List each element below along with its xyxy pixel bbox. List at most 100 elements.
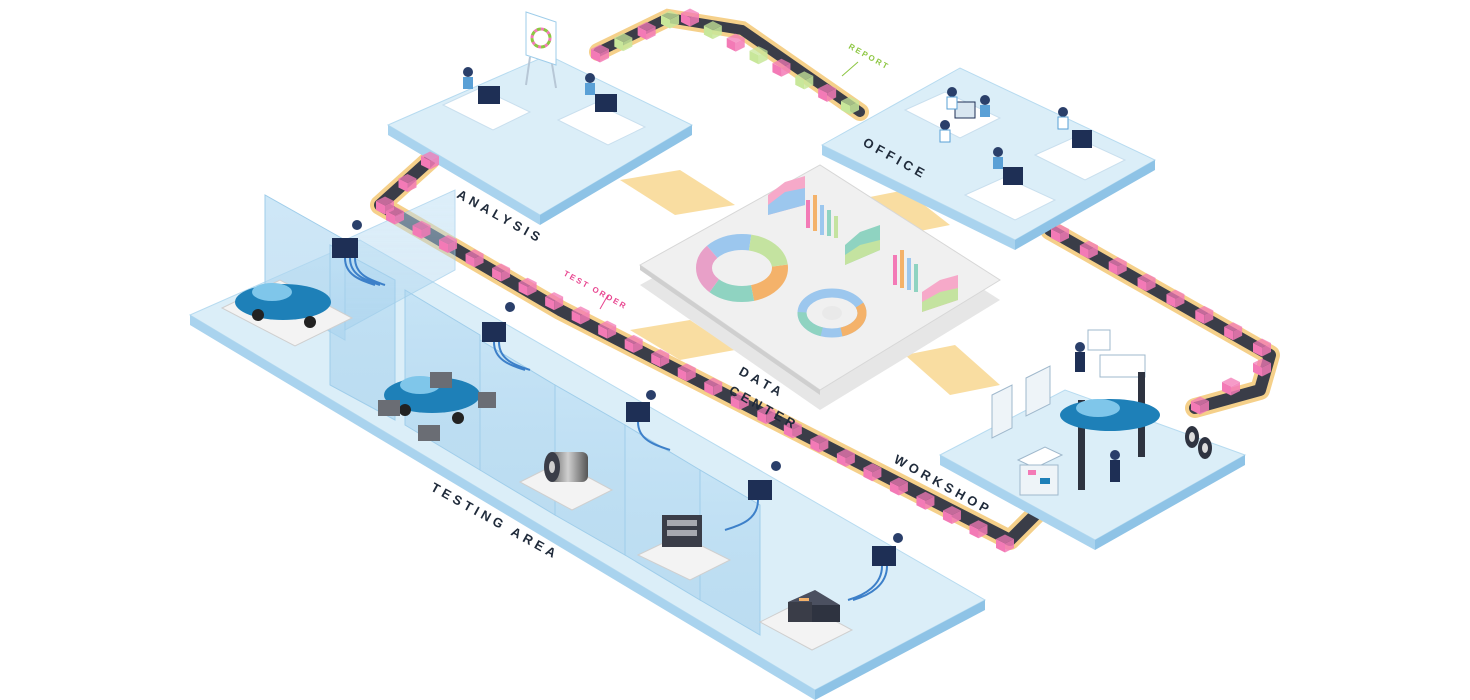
conveyor-box [810,434,829,453]
conveyor-box [492,263,511,282]
analysis-desk-right [556,73,647,146]
conveyor-box [795,71,814,90]
data-link-stripes [620,170,1000,395]
monitor-icon [1003,167,1023,185]
conveyor-items [376,8,1271,553]
person-icon [1110,450,1120,460]
conveyor-box [1166,289,1185,308]
test-station-battery [758,533,903,651]
conveyor-box [1191,396,1209,415]
test-station-motor [518,390,671,511]
conveyor-box [818,83,837,102]
workshop-equipment [991,329,1212,496]
conveyor-box [749,46,768,65]
conveyor-box [614,33,633,52]
engine-icon [662,515,702,547]
test-station-car-2 [378,302,531,441]
conveyor-box [651,349,670,368]
tire-icon [1185,426,1212,459]
conveyor-box [624,334,643,353]
conveyor-box [439,235,458,254]
area-chart-icon [922,275,958,312]
analysis-desk-left [441,67,532,131]
office-desks [903,87,1127,221]
person-icon [352,220,362,230]
monitor-icon [872,546,896,566]
donut-chart-icon [696,234,788,302]
monitor-icon [482,322,506,342]
conveyor-box [1222,377,1240,396]
person-icon [585,73,595,83]
area-chart-icon [768,176,805,215]
area-chart-icon [845,225,880,265]
conveyor-box [863,463,882,482]
conveyor-box [661,10,679,29]
monitor-icon [626,402,650,422]
person-icon [940,120,950,130]
conveyor-box [1253,358,1271,377]
person-icon [1075,342,1085,352]
donut-chart-icon [797,288,867,338]
conveyor-box [942,505,961,524]
conveyor-box [704,377,723,396]
analysis-whiteboard [525,11,557,89]
conveyor-box [465,249,484,268]
bar-chart-icon [893,250,918,292]
conveyor-box [969,520,988,539]
conveyor-box [996,534,1014,553]
person-icon [463,67,473,77]
conveyor-box [841,96,859,115]
conveyor-box [783,420,802,439]
conveyor-box [386,206,404,225]
conveyor-box [398,174,417,192]
person-icon [646,390,656,400]
monitor-icon [1072,130,1092,148]
conveyor-box [757,406,776,425]
person-icon [1058,107,1068,117]
person-icon [947,87,957,97]
server-rack-icon [991,365,1051,439]
monitor-icon [332,238,358,258]
conveyor-box [1108,257,1127,276]
conveyor-box [1224,322,1243,341]
conveyor-box [518,277,537,296]
monitor-icon [954,101,976,119]
test-station-engine [636,461,781,581]
conveyor-box [1253,338,1271,357]
monitor-icon [478,86,500,104]
conveyor-box [637,21,656,40]
conveyor-box [772,58,791,77]
conveyor-box [421,151,439,170]
conveyor-box [703,21,722,40]
conveyor-box [545,292,564,311]
bar-chart-icon [806,195,838,238]
tool-cart [1016,446,1064,496]
conveyor-box [1137,273,1156,292]
conveyor-box [591,44,609,63]
workshop-platform [938,389,1247,550]
monitor-icon [748,480,772,500]
data-center [639,164,1001,410]
conveyor-box [1079,240,1098,259]
person-icon [980,95,990,105]
conveyor-box [598,320,617,339]
person-icon [993,147,1003,157]
motor-icon [544,452,588,482]
test-station-car-1 [220,220,386,347]
car-icon [1060,399,1160,431]
battery-icon [788,590,840,622]
conveyor-box [1195,305,1214,324]
conveyor-box [836,448,855,467]
conveyor-box [571,306,590,325]
conveyor-box [677,363,696,382]
svg-text:REPORT: REPORT [847,42,891,72]
conveyor-box [916,491,935,510]
monitor-icon [595,94,617,112]
person-icon [771,461,781,471]
conveyor-box [889,477,908,496]
office-platform [820,67,1157,250]
conveyor-box [412,220,431,239]
car-icon [235,283,331,328]
report-label: REPORT [841,42,891,77]
